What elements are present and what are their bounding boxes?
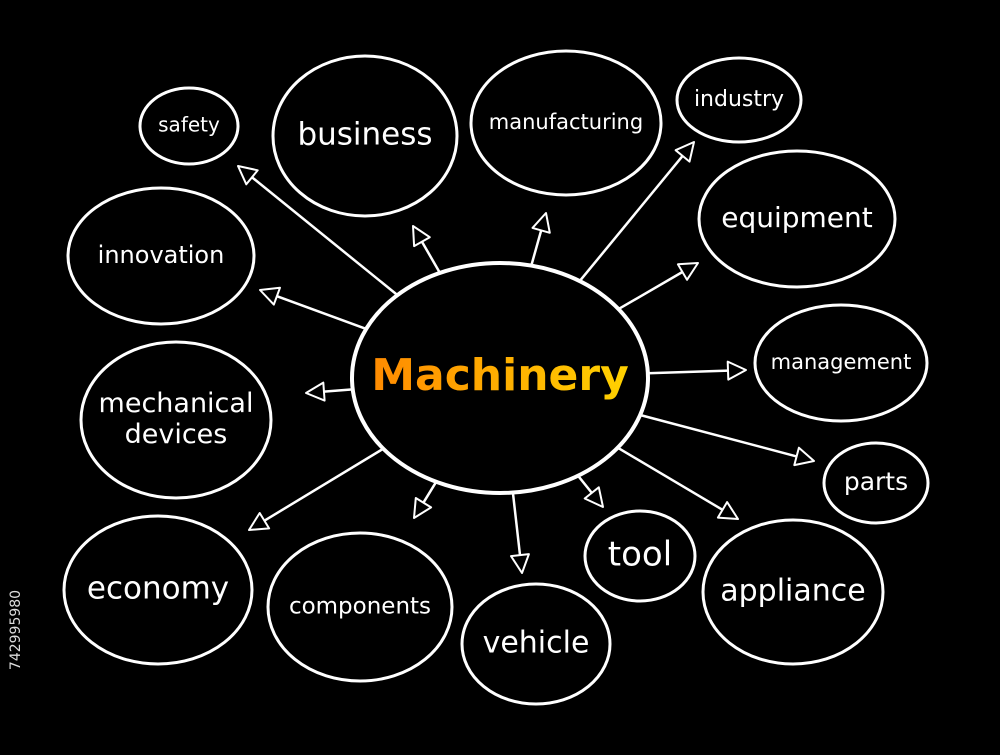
node-bubble-innovation [66, 186, 256, 326]
arrowhead-vehicle [510, 553, 530, 574]
node-appliance: appliance [701, 518, 885, 666]
node-bubble-manufacturing [469, 49, 663, 197]
arrowhead-appliance [716, 501, 739, 520]
arrow-line-innovation [275, 294, 368, 331]
arrow-line-parts [638, 413, 798, 458]
node-bubble-safety [138, 86, 240, 166]
node-bubble-parts [822, 441, 930, 525]
node-label-management: management [771, 350, 912, 374]
arrow-line-business [420, 240, 442, 275]
arrowhead-innovation [259, 286, 281, 306]
stock-id-label: 742995980 [6, 515, 26, 745]
arrowhead-parts [793, 446, 815, 467]
node-innovation: innovation [66, 186, 256, 326]
node-label-components: components [289, 594, 431, 620]
node-management: management [753, 303, 929, 423]
arrow-line-components [422, 480, 438, 504]
node-label-economy: economy [87, 571, 229, 607]
arrowhead-manufacturing [531, 212, 551, 234]
node-label-mechanical-devices: devices [125, 419, 228, 450]
node-bubble-equipment [697, 149, 897, 289]
node-bubble-business [271, 54, 459, 218]
center-label: Machinery [371, 350, 629, 401]
center-bubble [350, 261, 650, 495]
node-label-equipment: equipment [721, 201, 873, 234]
arrowhead-equipment [676, 262, 699, 281]
arrow-line-vehicle [511, 491, 522, 557]
node-equipment: equipment [697, 149, 897, 289]
node-label-mechanical-devices: mechanical [99, 388, 254, 419]
arrowhead-economy [248, 512, 271, 531]
node-label-vehicle: vehicle [483, 626, 590, 661]
node-label-appliance: appliance [720, 574, 866, 609]
stock-id-text: 742995980 [8, 589, 24, 671]
node-components: components [266, 531, 454, 683]
node-bubble-economy [62, 514, 254, 666]
arrow-line-industry [578, 154, 684, 283]
node-label-parts: parts [844, 467, 908, 496]
node-bubble-industry [675, 56, 803, 144]
node-tool: tool [583, 509, 697, 603]
arrow-line-mechanical-devices [322, 388, 354, 393]
arrowhead-tool [583, 486, 604, 508]
node-business: business [271, 54, 459, 218]
node-label-safety: safety [158, 113, 220, 137]
node-industry: industry [675, 56, 803, 144]
arrowhead-safety [237, 165, 259, 186]
node-safety: safety [138, 86, 240, 166]
arrowhead-management [726, 360, 747, 381]
node-bubble-appliance [701, 518, 885, 666]
node-label-tool: tool [608, 535, 672, 575]
arrow-line-management [646, 369, 730, 375]
arrowhead-components [413, 497, 433, 519]
arrow-line-appliance [616, 446, 724, 512]
arrow-line-safety [250, 176, 399, 297]
arrow-line-economy [263, 447, 385, 522]
node-label-industry: industry [694, 87, 784, 112]
node-label-business: business [297, 117, 432, 153]
arrow-line-manufacturing [530, 229, 543, 267]
node-parts: parts [822, 441, 930, 525]
node-label-manufacturing: manufacturing [489, 110, 643, 134]
node-manufacturing: manufacturing [469, 49, 663, 197]
center-node: Machinery [350, 261, 650, 495]
node-bubble-tool [583, 509, 697, 603]
node-economy: economy [62, 514, 254, 666]
node-vehicle: vehicle [460, 582, 612, 706]
arrowhead-mechanical-devices [305, 381, 326, 402]
arrow-line-tool [576, 474, 594, 495]
node-bubble-management [753, 303, 929, 423]
node-bubble-vehicle [460, 582, 612, 706]
arrowhead-business [412, 225, 431, 248]
arrowhead-industry [674, 141, 695, 163]
node-label-innovation: innovation [98, 241, 225, 269]
node-bubble-mechanical-devices [79, 340, 273, 500]
node-bubble-components [266, 531, 454, 683]
arrow-line-equipment [617, 270, 684, 311]
